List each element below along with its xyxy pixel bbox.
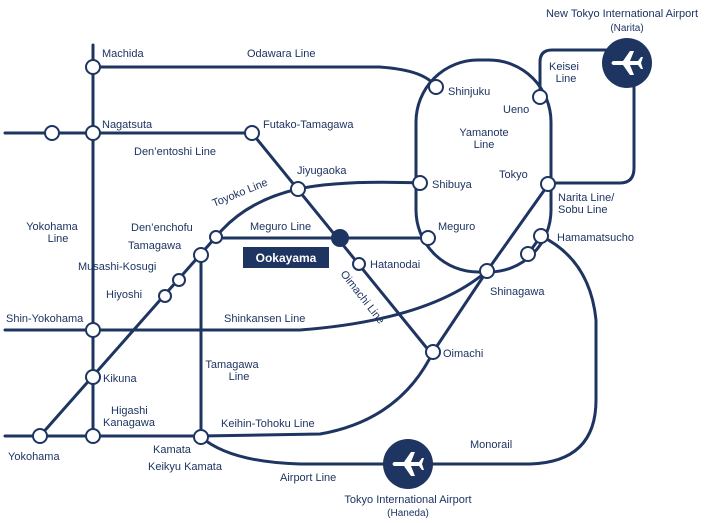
label-narita-airport: New Tokyo International Airport	[546, 8, 698, 20]
airport-haneda[interactable]	[383, 439, 433, 489]
station-nagatsuta[interactable]	[85, 125, 101, 141]
label-haneda-sub: (Haneda)	[387, 508, 429, 519]
label-yokohama: Yokohama	[8, 451, 60, 463]
label-tamagawa-line-1: Tamagawa	[205, 359, 259, 371]
label-machida: Machida	[102, 48, 144, 60]
station-machida[interactable]	[85, 59, 101, 75]
station-musashi-kosugi[interactable]	[172, 273, 186, 287]
label-odawara-line: Odawara Line	[247, 48, 316, 60]
label-kanagawa: Kanagawa	[103, 417, 156, 429]
label-shin-yokohama: Shin-Yokohama	[6, 313, 84, 325]
station-nagatsuta-west[interactable]	[44, 125, 60, 141]
label-shibuya: Shibuya	[432, 179, 473, 191]
station-jiyugaoka[interactable]	[290, 181, 306, 197]
label-keihin-tohoku-line: Keihin-Tohoku Line	[221, 418, 315, 430]
label-kamata: Kamata	[153, 444, 192, 456]
station-shibuya[interactable]	[412, 175, 428, 191]
label-narita-line-1: Narita Line/	[558, 192, 615, 204]
airport-line	[199, 435, 388, 466]
station-kikuna[interactable]	[85, 369, 101, 385]
label-tamagawa: Tamagawa	[128, 240, 182, 252]
toyoko-line	[38, 180, 422, 438]
airplane-icon	[392, 452, 424, 476]
label-denenchofu: Den’enchofu	[131, 222, 193, 234]
keihin-tohoku-line	[3, 350, 435, 438]
label-yamanote-line-1: Yamanote	[459, 127, 508, 139]
label-meguro-line: Meguro Line	[250, 221, 311, 233]
station-shinagawa[interactable]	[479, 263, 495, 279]
station-kamata[interactable]	[193, 429, 209, 445]
label-nagatsuta: Nagatsuta	[102, 119, 153, 131]
label-haneda-airport: Tokyo International Airport	[344, 494, 471, 506]
label-narita-sub: (Narita)	[610, 23, 643, 34]
label-shinkansen-line: Shinkansen Line	[224, 313, 305, 325]
label-airport-line: Airport Line	[280, 472, 336, 484]
monorail-line	[428, 234, 598, 466]
station-ookayama-current[interactable]	[331, 229, 349, 247]
label-toyoko-line: Toyoko Line	[211, 177, 270, 210]
label-jiyugaoka: Jiyugaoka	[297, 165, 347, 177]
label-denentoshi-line: Den’entoshi Line	[134, 146, 216, 158]
label-shinagawa: Shinagawa	[490, 286, 545, 298]
label-yokohama-line-2: Line	[48, 233, 69, 245]
label-hamamatsucho: Hamamatsucho	[557, 232, 634, 244]
odawara-line	[91, 65, 438, 89]
oimachi-shinagawa-segment	[431, 269, 489, 354]
label-tamagawa-line-2: Line	[229, 371, 250, 383]
station-meguro[interactable]	[420, 230, 436, 246]
station-hamamatsucho-side[interactable]	[520, 246, 536, 262]
label-higashi: Higashi	[111, 405, 148, 417]
label-monorail: Monorail	[470, 439, 512, 451]
narita-sobu-line	[547, 85, 636, 185]
label-kikuna: Kikuna	[103, 373, 138, 385]
label-meguro: Meguro	[438, 221, 475, 233]
station-higashi-kanagawa[interactable]	[85, 428, 101, 444]
label-ueno: Ueno	[503, 104, 529, 116]
label-yokohama-line-1: Yokohama	[26, 221, 78, 233]
station-hamamatsucho[interactable]	[533, 228, 549, 244]
current-station-tag-bg	[243, 247, 329, 268]
airport-labels: New Tokyo International Airport (Narita)…	[344, 8, 698, 519]
station-oimachi[interactable]	[425, 344, 441, 360]
label-tokyo: Tokyo	[499, 169, 528, 181]
station-tokyo[interactable]	[540, 176, 556, 192]
label-oimachi-line: Oimachi Line	[338, 268, 387, 326]
station-hatanodai[interactable]	[352, 257, 366, 271]
label-yamanote-line-2: Line	[474, 139, 495, 151]
station-futako-tamagawa[interactable]	[244, 125, 260, 141]
label-hiyoshi: Hiyoshi	[106, 289, 142, 301]
label-shinjuku: Shinjuku	[448, 86, 490, 98]
station-tamagawa[interactable]	[193, 247, 209, 263]
label-futako-tamagawa: Futako-Tamagawa	[263, 119, 354, 131]
current-station-tag: Ookayama	[243, 247, 329, 268]
station-denenchofu[interactable]	[209, 230, 223, 244]
label-ookayama: Ookayama	[256, 251, 317, 265]
station-shin-yokohama[interactable]	[85, 322, 101, 338]
label-oimachi: Oimachi	[443, 348, 483, 360]
label-hatanodai: Hatanodai	[370, 259, 420, 271]
station-shinjuku[interactable]	[428, 79, 444, 95]
station-yokohama[interactable]	[32, 428, 48, 444]
airplane-icon	[611, 51, 643, 75]
label-keisei-line-1: Keisei	[549, 61, 579, 73]
station-hiyoshi[interactable]	[158, 289, 172, 303]
label-musashi-kosugi: Musashi-Kosugi	[78, 261, 156, 273]
keisei-line	[538, 48, 608, 99]
shinkansen-line	[3, 183, 550, 332]
label-keisei-line-2: Line	[556, 73, 577, 85]
station-ueno[interactable]	[532, 89, 548, 105]
station-markers	[32, 59, 556, 445]
label-keikyu-kamata: Keikyu Kamata	[148, 461, 223, 473]
airport-narita[interactable]	[602, 38, 652, 88]
station-labels: Machida Nagatsuta Shin-Yokohama Kikuna H…	[6, 48, 634, 473]
label-narita-line-2: Sobu Line	[558, 204, 608, 216]
